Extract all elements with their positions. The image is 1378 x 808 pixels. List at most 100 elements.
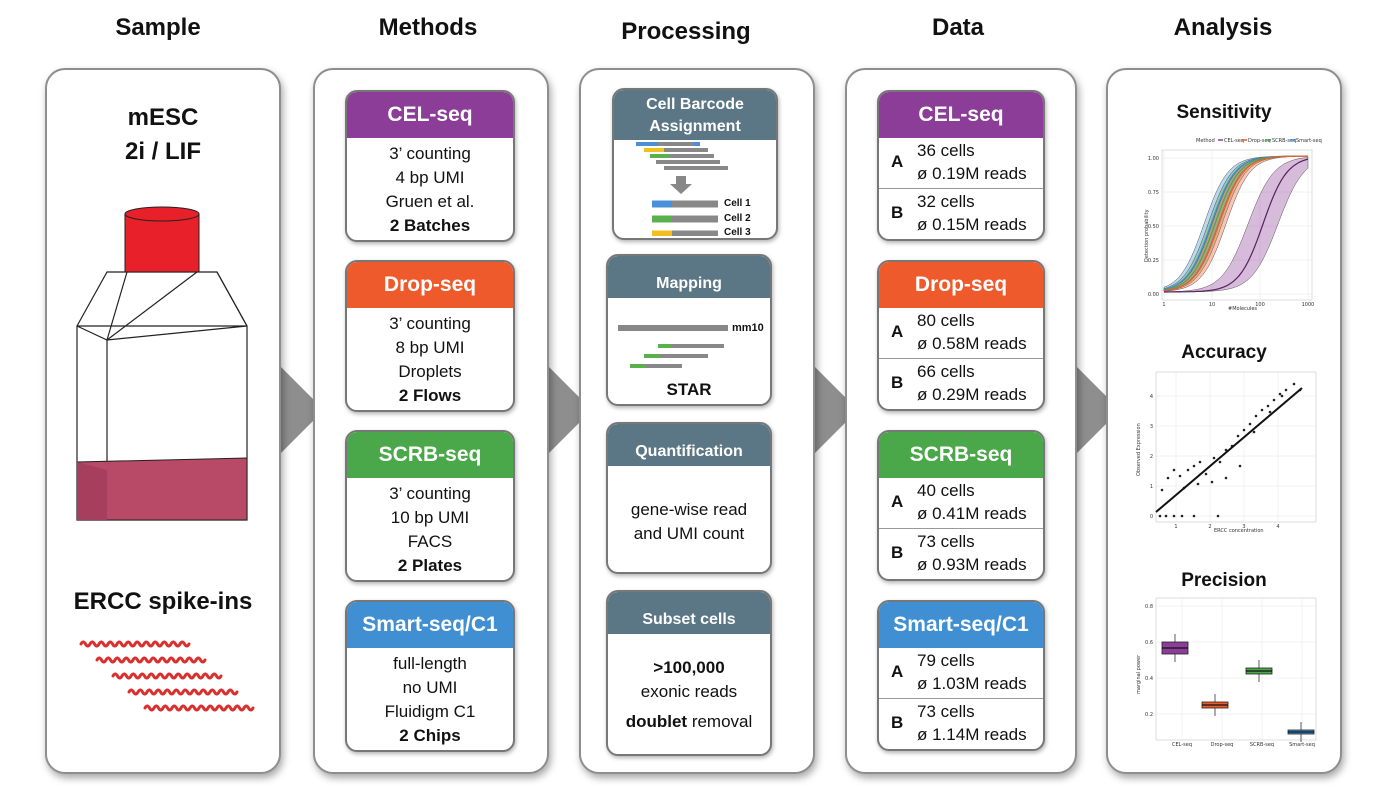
- sensitivity-ytick: 0.00: [1148, 292, 1159, 298]
- precision-xtick: Drop-seq: [1211, 742, 1234, 748]
- barcode-assignment-box: Cell Barcode Assignment Cell 1 Cell 2 Ce…: [612, 88, 778, 240]
- batch-label: A: [891, 492, 904, 511]
- sensitivity-xtick: 1000: [1302, 302, 1315, 308]
- accuracy-point: [1210, 480, 1214, 484]
- accuracy-point: [1204, 472, 1208, 476]
- spike-ins-label: ERCC spike-ins: [73, 588, 253, 615]
- method-line: 3’ counting: [389, 144, 471, 163]
- precision-ytick: 0.4: [1145, 676, 1153, 682]
- method-title: CEL-seq: [347, 92, 513, 138]
- batch-label: B: [891, 713, 904, 732]
- culture-condition-label: 2i / LIF: [124, 138, 201, 165]
- read-count: ø 1.03M reads: [917, 674, 1027, 693]
- header-sample: Sample: [115, 14, 201, 41]
- accuracy-point: [1186, 468, 1190, 472]
- mapping-title: Mapping: [608, 256, 770, 298]
- accuracy-point: [1160, 488, 1164, 492]
- accuracy-point: [1172, 514, 1176, 518]
- subset-line2: exonic reads: [640, 682, 738, 701]
- read-count: ø 0.19M reads: [917, 164, 1027, 183]
- precision-ytick: 0.2: [1145, 712, 1153, 718]
- accuracy-point: [1292, 382, 1296, 386]
- sensitivity-curve-dropseq: [1163, 155, 1308, 292]
- read-count: ø 0.58M reads: [917, 334, 1027, 353]
- flask-icon: [76, 206, 248, 521]
- accuracy-ylabel: Observed Expression: [1136, 423, 1142, 476]
- accuracy-point: [1278, 392, 1282, 396]
- barcode-reads-icon: [636, 142, 728, 236]
- method-line: 4 bp UMI: [395, 168, 465, 187]
- sensitivity-chart: Method CEL-seqDrop-seqSCRB-seqSmart-seq/…: [1144, 138, 1322, 312]
- subset-line3: doublet removal: [625, 712, 753, 731]
- batch-label: B: [891, 543, 904, 562]
- batch-label: A: [891, 322, 904, 341]
- cell-count: 40 cells: [917, 481, 975, 500]
- accuracy-point: [1212, 456, 1216, 460]
- method-line: FACS: [407, 532, 453, 551]
- mapping-reads-icon: [618, 325, 728, 368]
- panel-processing: Cell Barcode Assignment Cell 1 Cell 2 Ce…: [579, 68, 815, 774]
- accuracy-point: [1254, 414, 1258, 418]
- sensitivity-ytick: 0.50: [1148, 224, 1159, 230]
- accuracy-point: [1196, 482, 1200, 486]
- read-count: ø 0.29M reads: [917, 385, 1027, 404]
- accuracy-point: [1224, 476, 1228, 480]
- accuracy-title: Accuracy: [1181, 342, 1267, 363]
- sensitivity-title: Sensitivity: [1176, 102, 1272, 123]
- cell-count: 80 cells: [917, 311, 975, 330]
- method-title: Drop-seq: [347, 262, 513, 308]
- subset-cells-box: Subset cells >100,000 exonic reads doubl…: [606, 590, 772, 756]
- sensitivity-legend-item: Smart-seq/C1: [1296, 138, 1322, 144]
- data-title: CEL-seq: [879, 92, 1043, 138]
- batch-label: A: [891, 152, 904, 171]
- sensitivity-ytick: 0.25: [1148, 258, 1159, 264]
- method-replicates: 2 Flows: [398, 386, 462, 405]
- sensitivity-legend-item: CEL-seq: [1224, 138, 1244, 144]
- method-replicates: 2 Chips: [399, 726, 461, 745]
- data-row: A 80 cells ø 0.58M reads: [879, 308, 1043, 358]
- method-replicates: 2 Plates: [397, 556, 463, 575]
- batch-label: B: [891, 203, 904, 222]
- data-title: Smart-seq/C1: [879, 602, 1043, 648]
- cell-count: 73 cells: [917, 532, 975, 551]
- mapping-tool-label: STAR: [666, 380, 712, 399]
- data-title: SCRB-seq: [879, 432, 1043, 478]
- accuracy-point: [1178, 474, 1182, 478]
- accuracy-point: [1218, 460, 1222, 464]
- sensitivity-ylabel: Detection probability: [1144, 209, 1150, 262]
- cell2-label: Cell 2: [724, 213, 751, 224]
- accuracy-point: [1192, 514, 1196, 518]
- accuracy-xtick: 3: [1242, 524, 1245, 530]
- precision-xtick: SCRB-seq: [1250, 742, 1274, 748]
- cell-count: 79 cells: [917, 651, 975, 670]
- sensitivity-curve-celseq: [1164, 158, 1309, 293]
- accuracy-point: [1238, 464, 1242, 468]
- accuracy-xlabel: ERCC concentration: [1214, 528, 1264, 534]
- method-line: no UMI: [402, 678, 458, 697]
- cell-line-label: mESC: [127, 104, 199, 131]
- read-count: ø 0.15M reads: [917, 215, 1027, 234]
- method-title: Smart-seq/C1: [347, 602, 513, 648]
- read-count: ø 0.93M reads: [917, 555, 1027, 574]
- accuracy-point: [1248, 422, 1252, 426]
- accuracy-point: [1192, 464, 1196, 468]
- method-line: 3’ counting: [389, 314, 471, 333]
- header-methods: Methods: [378, 14, 478, 41]
- method-line: 10 bp UMI: [390, 508, 470, 527]
- precision-ytick: 0.8: [1145, 604, 1153, 610]
- spike-in-wave: [127, 688, 239, 696]
- spike-in-wave: [95, 656, 207, 664]
- cell3-label: Cell 3: [724, 227, 751, 238]
- header-data: Data: [931, 14, 985, 41]
- panel-sample: mESC 2i / LIF ERCC spike-ins: [45, 68, 281, 774]
- sensitivity-xtick: 100: [1255, 302, 1265, 308]
- accuracy-point: [1268, 410, 1272, 414]
